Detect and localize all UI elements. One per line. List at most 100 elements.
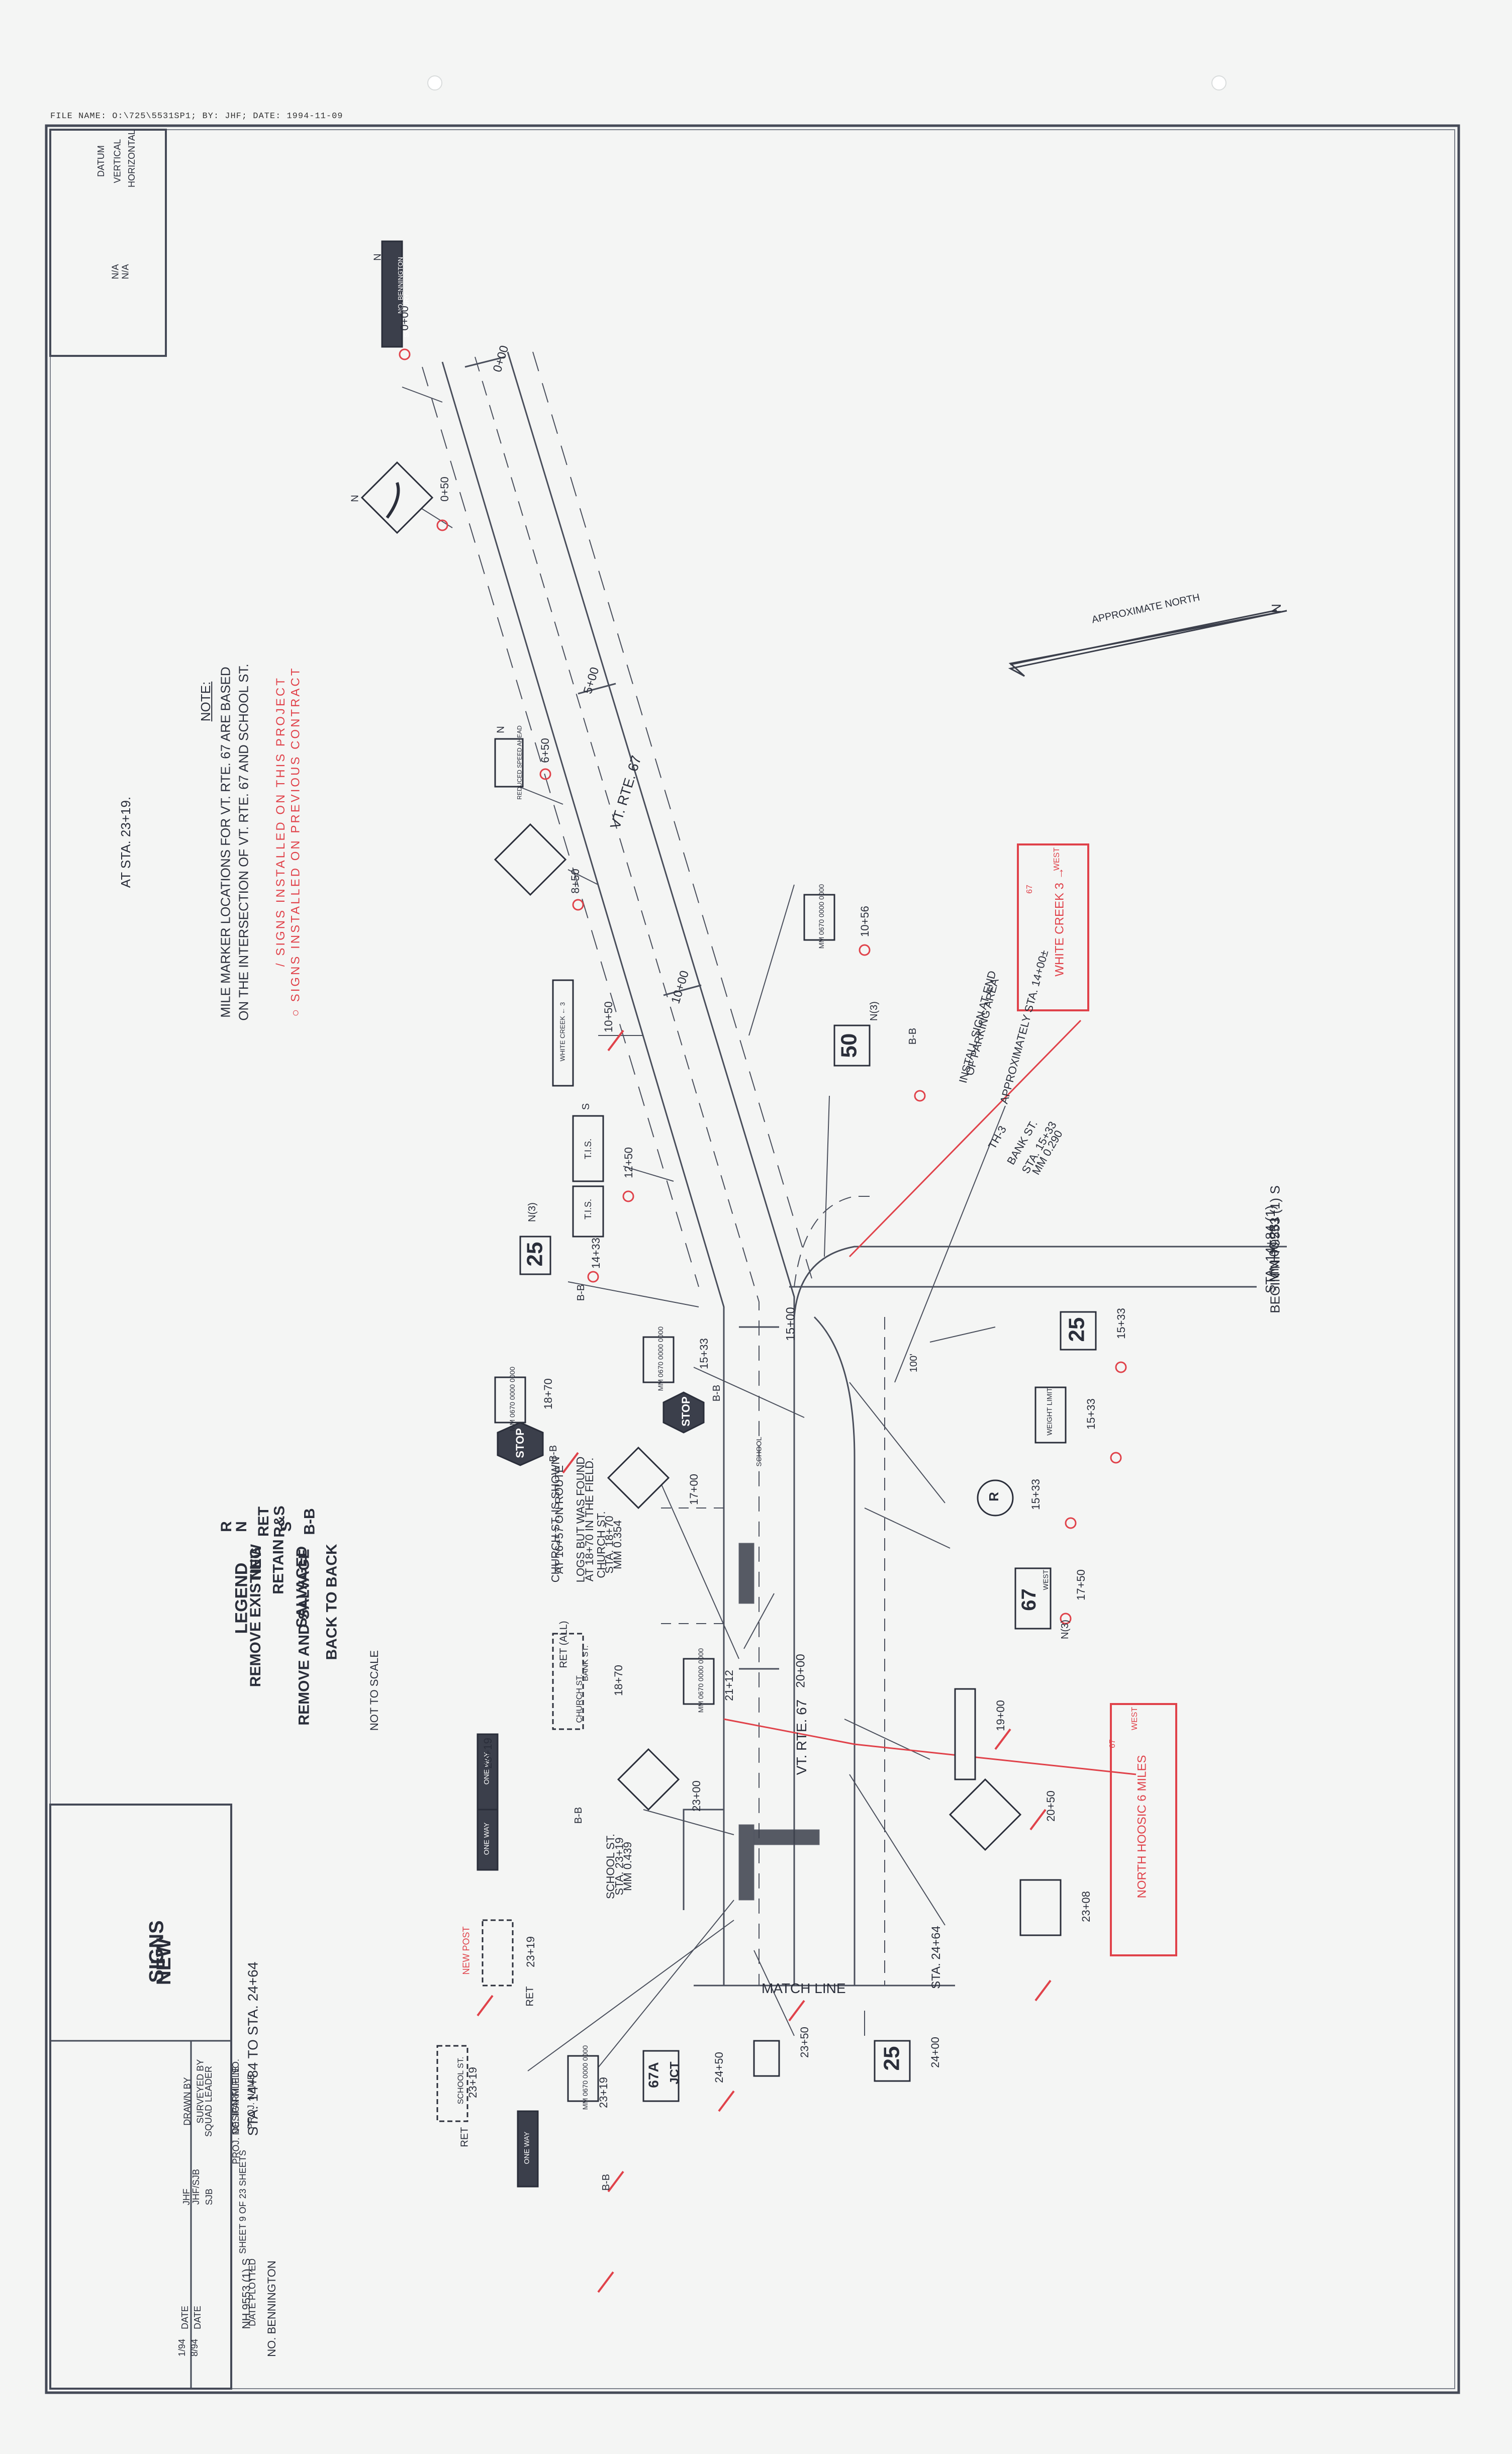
crosswalk-church bbox=[738, 1543, 754, 1604]
route-67-west-sign bbox=[1014, 1567, 1052, 1630]
jct-67a-sign bbox=[642, 2050, 680, 2102]
callout-10-56: 10+56 bbox=[858, 906, 871, 937]
leader-lines bbox=[402, 387, 1006, 2087]
white-creek-sketch-line-2: WEST bbox=[1053, 847, 1062, 871]
legend-desc-bb: BACK TO BACK bbox=[323, 1544, 340, 1660]
church-st-label-3: MM 0.354 bbox=[611, 1520, 624, 1569]
sign-text-tis-b: T.I.S. bbox=[583, 1198, 594, 1220]
road-vt-rte-67 bbox=[422, 351, 1287, 1987]
tb-label-drawn: DRAWN BY bbox=[182, 2077, 193, 2126]
file-info: FILE NAME: O:\725\5531SP1; BY: JHF; DATE… bbox=[50, 112, 343, 121]
legend-scale: NOT TO SCALE bbox=[368, 1650, 381, 1731]
callout-15-33-b: 15+33 bbox=[1114, 1308, 1127, 1339]
callout-23-19-b: 23+19 bbox=[524, 1936, 537, 1967]
one-way-sign-3 bbox=[517, 2110, 539, 2188]
sign-text-speed-25-b: 25 bbox=[1064, 1317, 1089, 1342]
no-parking-sign bbox=[753, 2040, 780, 2077]
bank-st-curve-1 bbox=[793, 1246, 1287, 1317]
stop-sign-2 bbox=[497, 1422, 544, 1466]
callout-100ft: 100' bbox=[908, 1353, 920, 1373]
callout-20-50: 20+50 bbox=[1044, 1790, 1057, 1822]
tb-extra-value-drawn: 8/94 bbox=[190, 2338, 200, 2357]
bank-st-curve-2 bbox=[794, 1196, 870, 1287]
legend-desc-n: NEW bbox=[248, 1544, 264, 1579]
sign-text-rr: R bbox=[986, 1492, 1001, 1501]
tb-value-proj-name: NO. BENNINGTON bbox=[265, 2260, 278, 2357]
tb-extra-surveyed: DATE bbox=[179, 2306, 190, 2329]
callout-23-19-c: 23+19 bbox=[597, 2077, 610, 2108]
callout-17-00: 17+00 bbox=[687, 1474, 700, 1505]
sign-text-white-creek: WHITE CREEK ← 3 bbox=[558, 1002, 566, 1062]
speed-25-sign-1 bbox=[519, 1236, 551, 1275]
north-hoosic-sketch-line-1: NORTH HOOSIC 6 MILES bbox=[1135, 1755, 1149, 1899]
tag-s-1: S bbox=[581, 1103, 592, 1110]
tag-n3-1: N(3) bbox=[868, 1001, 880, 1021]
legend-code-r: R bbox=[218, 1521, 235, 1532]
title-signs: SIGNS bbox=[145, 1920, 168, 1983]
sign-text-speed-25-a: 25 bbox=[522, 1242, 547, 1267]
sign-text-mm-3: MM 0670 0000 0000 bbox=[508, 1366, 517, 1432]
legend-desc-ret: RETAIN bbox=[270, 1539, 287, 1594]
callout-24-50: 24+50 bbox=[712, 2052, 725, 2083]
sign-text-church-st: CHURCH ST. bbox=[575, 1674, 584, 1723]
sign-text-west: WEST bbox=[1042, 1569, 1050, 1590]
tis-sign-a bbox=[572, 1115, 604, 1182]
school-label: SCHOOL bbox=[754, 1437, 763, 1467]
white-creek-sign bbox=[552, 979, 574, 1087]
ped-warning-sign-2 bbox=[949, 1778, 1022, 1851]
match-line-label: MATCH LINE bbox=[762, 1980, 846, 1996]
callout-19-00: 19+00 bbox=[994, 1700, 1007, 1731]
north-arrow-line bbox=[1010, 609, 1277, 666]
tag-bb-1: B-B bbox=[907, 1027, 919, 1045]
sign-text-mm-1: MM 0670 0000 0000 bbox=[817, 884, 826, 949]
legend-code-s: S bbox=[278, 1521, 295, 1532]
crosswalk-main bbox=[753, 1829, 820, 1845]
north-arrow-letter: N bbox=[1268, 604, 1284, 613]
datum-vertical-value: N/A bbox=[110, 264, 121, 279]
callout-23-19-a: 23+19 bbox=[481, 1738, 494, 1769]
tag-new-post: NEW POST bbox=[461, 1926, 471, 1975]
symbol-note-previous: ○ SIGNS INSTALLED ON PREVIOUS CONTRACT bbox=[289, 666, 303, 1017]
ret-sign-parking bbox=[482, 1919, 514, 1987]
tag-ret-all: RET (ALL) bbox=[558, 1621, 570, 1668]
callout-6-50: 6+50 bbox=[538, 738, 551, 763]
rr-crossing-sign bbox=[977, 1479, 1014, 1517]
tag-bb-4: B-B bbox=[548, 1445, 559, 1462]
speed-25-sign-2 bbox=[1060, 1311, 1097, 1351]
guide-sign-no-bennington bbox=[381, 240, 403, 348]
tb-label-proj-name: PROJ. NAME bbox=[246, 2073, 256, 2129]
tb-label-squad: SQUAD LEADER bbox=[204, 2065, 214, 2137]
sign-text-mm-5: MM 0670 0000 0000 bbox=[581, 2045, 590, 2110]
north-hoosic-sketch-line-3: 67 bbox=[1108, 1739, 1117, 1748]
tb-value-proj-no: NH 9553 (1) S bbox=[240, 2258, 253, 2329]
tag-n-1: N bbox=[372, 253, 384, 261]
sign-text-mm-2: MM 0670 0000 0000 bbox=[656, 1326, 665, 1391]
legend-code-bb: B-B bbox=[301, 1508, 318, 1535]
church-note-2: AT 16+57 ON ROUTE bbox=[553, 1465, 566, 1574]
ped-warning-sign-1 bbox=[494, 823, 567, 896]
callout-0-50: 0+50 bbox=[438, 477, 451, 502]
legend-desc-s: SALVAGED bbox=[294, 1546, 311, 1628]
callout-18-70-a: 18+70 bbox=[541, 1378, 554, 1409]
callout-12-50: 12+50 bbox=[622, 1147, 635, 1178]
sign-text-bank-st: BANK ST. bbox=[581, 1645, 590, 1681]
inner-border bbox=[50, 129, 1455, 2389]
datum-vertical-label: VERTICAL bbox=[112, 139, 123, 183]
sign-text-stop-2: STOP bbox=[513, 1428, 526, 1458]
north-hoosic-sign-sketch bbox=[1110, 1703, 1177, 1956]
callout-23-00: 23+00 bbox=[690, 1780, 703, 1812]
note-title: NOTE: bbox=[198, 681, 214, 722]
bank-st-road-a bbox=[813, 1316, 856, 1986]
tag-n3-3: N(3) bbox=[1059, 1620, 1071, 1639]
church-note-4: AT 18+70 IN THE FIELD. bbox=[583, 1457, 596, 1582]
sign-text-school-st: SCHOOL ST. bbox=[456, 2056, 465, 2105]
sign-text-speed-25-c: 25 bbox=[879, 2046, 904, 2071]
callout-21-12: 21+12 bbox=[722, 1670, 735, 1701]
white-creek-sketch-line-1: WHITE CREEK 3 → bbox=[1053, 867, 1067, 977]
note-line-3: AT STA. 23+19. bbox=[118, 796, 134, 888]
callout-23-08: 23+08 bbox=[1079, 1891, 1092, 1922]
sign-text-one-way-3: ONE WAY bbox=[522, 2131, 531, 2164]
legend-code-n: N bbox=[233, 1521, 250, 1532]
symbol-note-this-project: / SIGNS INSTALLED ON THIS PROJECT bbox=[273, 676, 288, 967]
